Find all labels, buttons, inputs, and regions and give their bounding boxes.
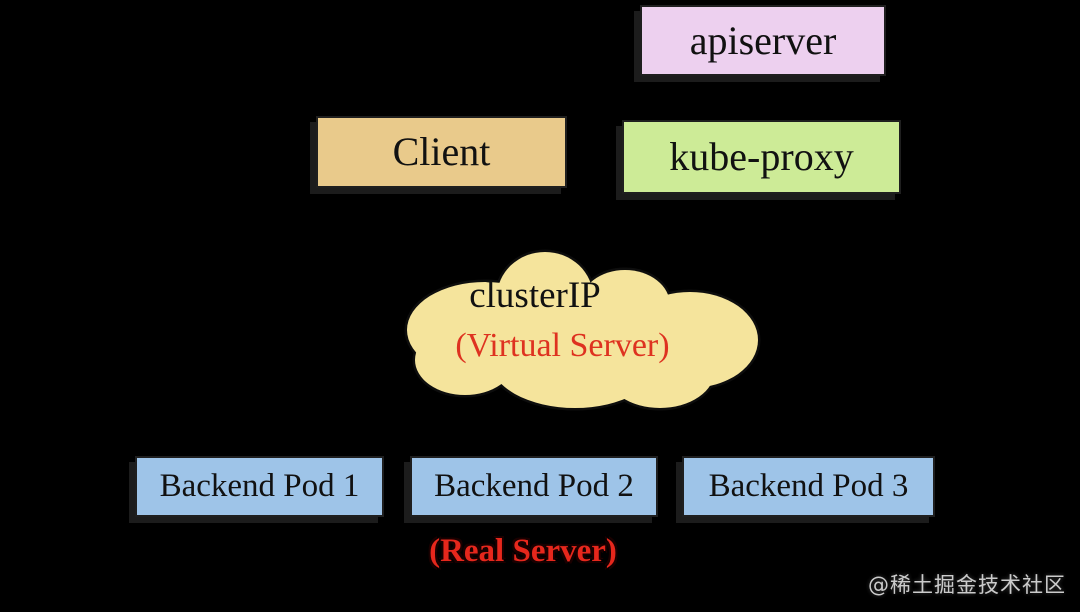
node-backend-pod-3: Backend Pod 3 — [682, 456, 935, 517]
cloud-shape-icon — [404, 249, 761, 411]
node-backend-pod-2: Backend Pod 2 — [410, 456, 658, 517]
node-client-label: Client — [392, 129, 491, 174]
node-kube-proxy-label: kube-proxy — [669, 134, 854, 179]
cluster-ip-label: clusterIP — [469, 275, 601, 316]
node-backend-pod-1: Backend Pod 1 — [135, 456, 384, 517]
virtual-server-label: (Virtual Server) — [455, 327, 670, 364]
node-apiserver: apiserver — [640, 5, 886, 76]
node-backend-pod-1-label: Backend Pod 1 — [159, 468, 360, 504]
node-backend-pod-2-label: Backend Pod 2 — [434, 468, 634, 504]
node-backend-pod-3-label: Backend Pod 3 — [708, 468, 909, 504]
node-kube-proxy: kube-proxy — [622, 120, 901, 194]
node-cluster-ip-cloud: clusterIP (Virtual Server) — [390, 245, 770, 420]
cloud-fill — [407, 252, 758, 408]
node-client: Client — [316, 116, 567, 188]
real-server-label: (Real Server) — [429, 533, 617, 569]
juejin-watermark: @稀土掘金技术社区 — [868, 573, 1066, 597]
node-apiserver-label: apiserver — [689, 17, 837, 63]
